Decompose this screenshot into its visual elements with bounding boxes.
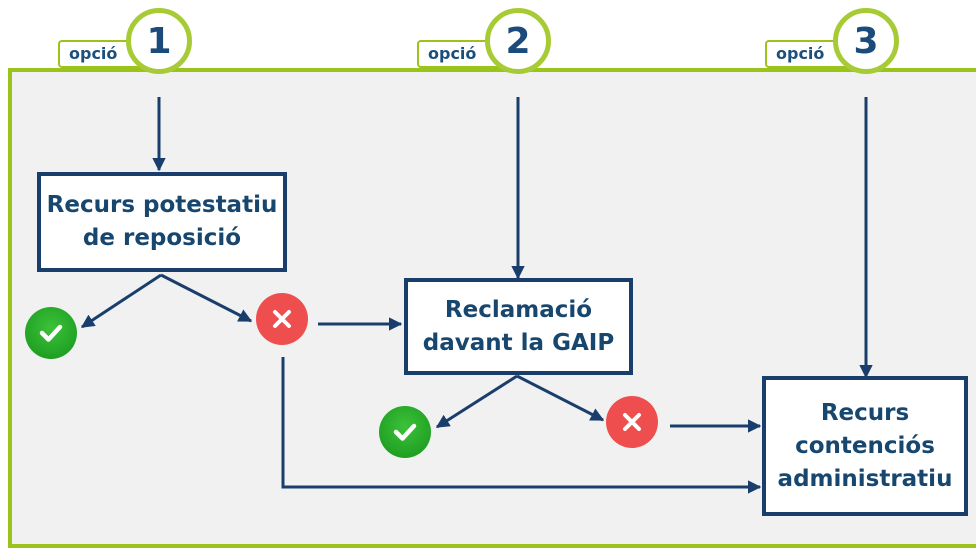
box-gaip-line-2: davant la GAIP bbox=[422, 329, 615, 356]
box-recurs-contencios: Recurs contenciós administratiu bbox=[762, 376, 968, 516]
box-reposicio-line-2: de reposició bbox=[82, 225, 242, 251]
arrow-gaip-to-ko bbox=[516, 374, 605, 422]
arrow-reposicio-to-ok bbox=[80, 273, 162, 329]
box-contencios-line-2: contenciós bbox=[795, 432, 935, 459]
arrow-gaip-to-ok bbox=[435, 374, 518, 429]
box-reclamacio-gaip: Reclamació davant la GAIP bbox=[404, 278, 633, 375]
check-icon bbox=[25, 307, 77, 359]
option-3-number: 3 bbox=[833, 8, 899, 74]
check-icon bbox=[379, 406, 431, 458]
x-icon bbox=[606, 396, 658, 448]
arrow-reposicio-to-ko bbox=[160, 273, 253, 323]
box-gaip-line-1: Reclamació bbox=[444, 296, 593, 323]
option-1-number: 1 bbox=[126, 8, 192, 74]
arrow-ko1-to-contencios bbox=[281, 357, 762, 494]
box-reposicio-line-1: Recurs potestatiu bbox=[46, 192, 278, 218]
option-2-number: 2 bbox=[485, 8, 551, 74]
box-contencios-line-3: administratiu bbox=[777, 465, 953, 492]
x-icon bbox=[256, 293, 308, 345]
box-recurs-reposicio: Recurs potestatiu de reposició bbox=[37, 172, 287, 272]
box-contencios-line-1: Recurs bbox=[820, 399, 910, 426]
